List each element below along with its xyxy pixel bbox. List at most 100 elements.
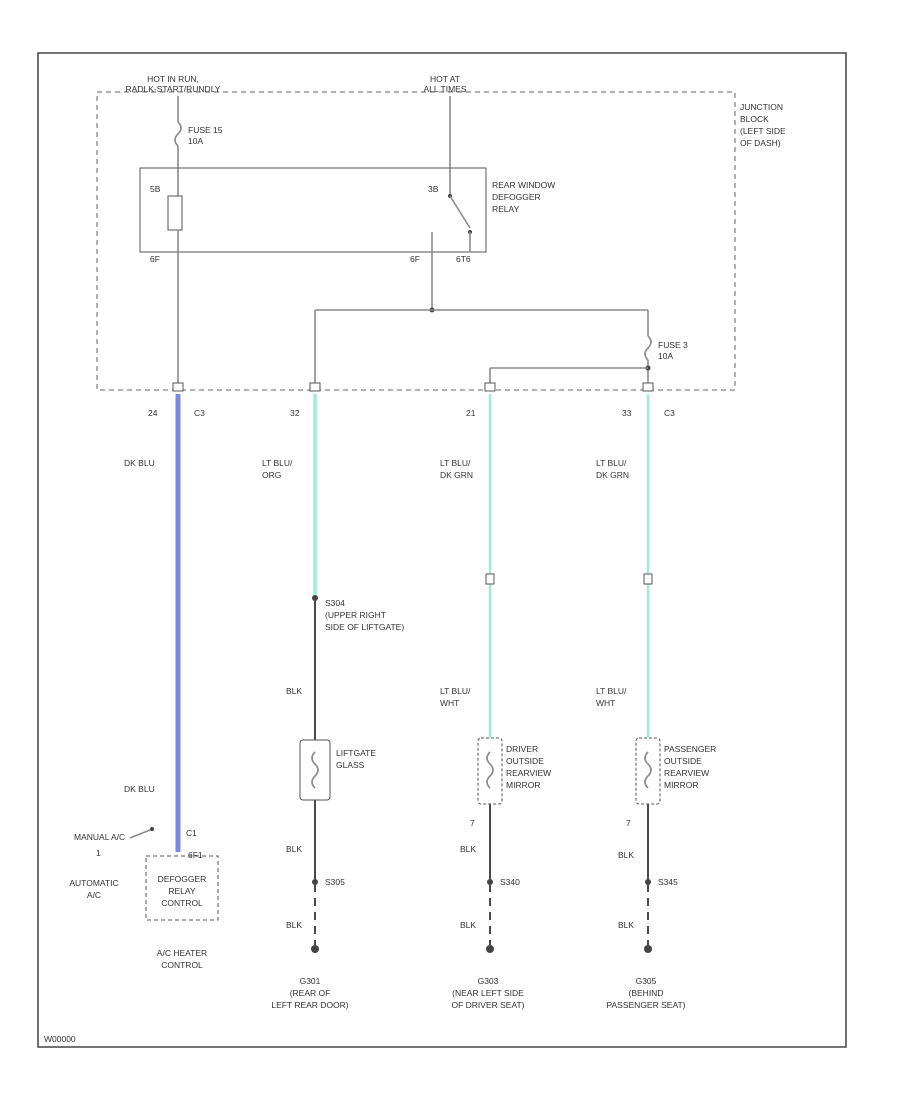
- wire-label-driver-wht-1: LT BLU/: [440, 686, 471, 696]
- liftgate-grid-symbol: [311, 751, 319, 789]
- wire-label-lt-blu-org-2: ORG: [262, 470, 281, 480]
- defogger-relay-box: [139, 167, 487, 253]
- cavity-32: [309, 382, 321, 392]
- hvac-name-label-1: A/C HEATER: [157, 948, 207, 958]
- ground-g301-label-3: LEFT REAR DOOR): [271, 1000, 348, 1010]
- manual-ac-contact: [150, 827, 154, 831]
- wire-label-bla-pass-2: BLK: [618, 920, 634, 930]
- junction-block-label-4: OF DASH): [740, 138, 781, 148]
- hot-run-label-1: HOT IN RUN,: [147, 74, 199, 84]
- ground-g303-label-3: OF DRIVER SEAT): [451, 1000, 524, 1010]
- fuse-3-label-1: FUSE 3: [658, 340, 688, 350]
- manual-ac-switch: [129, 829, 151, 839]
- pin-switch-bottom: 6T6: [456, 254, 471, 264]
- passenger-mirror-heater-symbol: [644, 751, 652, 789]
- ground-g303-label-2: (NEAR LEFT SIDE: [452, 988, 524, 998]
- hvac-control-box: [145, 855, 219, 921]
- wire-label-driver-dkgrn-2: DK GRN: [440, 470, 473, 480]
- hvac-pin-one: 1: [96, 848, 101, 858]
- manual-ac-label: MANUAL A/C: [74, 832, 125, 842]
- automatic-ac-label-1: AUTOMATIC: [69, 878, 118, 888]
- inline-connector-passenger: [643, 573, 653, 585]
- passenger-mirror-box: [635, 737, 661, 805]
- driver-mirror-label-2: OUTSIDE: [506, 756, 544, 766]
- hvac-name-label-2: CONTROL: [161, 960, 203, 970]
- pin-switch-top: 3B: [428, 184, 439, 194]
- driver-mirror-pin: 7: [470, 818, 475, 828]
- driver-mirror-box: [477, 737, 503, 805]
- fuse-15-label-2: 10A: [188, 136, 203, 146]
- fuse-3-label-2: 10A: [658, 351, 673, 361]
- cavity-33: [642, 382, 654, 392]
- splice-s305: [312, 879, 318, 885]
- hvac-module-label-2: RELAY: [168, 886, 196, 896]
- wire-label-dk-blu-bottom: DK BLU: [124, 784, 155, 794]
- splice-liftgate-3: SIDE OF LIFTGATE): [325, 622, 404, 632]
- hot-all-label-1: HOT AT: [430, 74, 460, 84]
- liftgate-label-2: GLASS: [336, 760, 365, 770]
- cavity-21: [484, 382, 496, 392]
- wire-label-pass-dkgrn-2: DK GRN: [596, 470, 629, 480]
- junction-block-label-1: JUNCTION: [740, 102, 783, 112]
- ground-g303-label-1: G303: [478, 976, 499, 986]
- hot-all-label-2: ALL TIMES: [424, 84, 467, 94]
- liftgate-label-1: LIFTGATE: [336, 748, 376, 758]
- pass-mirror-label-1: PASSENGER: [664, 744, 716, 754]
- driver-mirror-label-1: DRIVER: [506, 744, 538, 754]
- splice-s340: [487, 879, 493, 885]
- wire-label-driver-dkgrn-1: LT BLU/: [440, 458, 471, 468]
- splice-s345-label: S345: [658, 877, 678, 887]
- wire-label-bla-driver-2: BLK: [460, 920, 476, 930]
- ground-g305-label-1: G305: [636, 976, 657, 986]
- wire-label-bla-pass: BLK: [618, 850, 634, 860]
- cavity-24: [172, 382, 184, 392]
- wire-label-pass-wht-2: WHT: [596, 698, 615, 708]
- relay-switch-arm: [449, 195, 471, 229]
- diagram-frame: [37, 52, 847, 1048]
- ground-g301-label-1: G301: [300, 976, 321, 986]
- wire-label-bla-liftgate: BLK: [286, 686, 302, 696]
- junction-block-label-2: BLOCK: [740, 114, 769, 124]
- splice-s304: [312, 595, 318, 601]
- pass-mirror-label-4: MIRROR: [664, 780, 698, 790]
- splice-s345: [645, 879, 651, 885]
- ground-g301: [311, 945, 319, 953]
- ground-g305-label-2: (BEHIND: [629, 988, 664, 998]
- connector-c3-left: C3: [194, 408, 205, 418]
- cavity-d-label: 33: [622, 408, 632, 418]
- driver-mirror-label-4: MIRROR: [506, 780, 540, 790]
- wire-label-bla-liftgate-3: BLK: [286, 920, 302, 930]
- fuse-15-symbol: [174, 121, 182, 147]
- pin-common: 6F: [410, 254, 420, 264]
- liftgate-glass-box: [299, 739, 331, 801]
- pass-mirror-label-2: OUTSIDE: [664, 756, 702, 766]
- wire-label-lt-blu-org-1: LT BLU/: [262, 458, 293, 468]
- relay-label-3: RELAY: [492, 204, 520, 214]
- automatic-ac-label-2: A/C: [87, 890, 101, 900]
- driver-mirror-label-3: REARVIEW: [506, 768, 551, 778]
- passenger-mirror-pin: 7: [626, 818, 631, 828]
- inline-connector-driver: [485, 573, 495, 585]
- splice-s340-label: S340: [500, 877, 520, 887]
- relay-label-1: REAR WINDOW: [492, 180, 555, 190]
- wire-label-dk-blu-top: DK BLU: [124, 458, 155, 468]
- fuse-3-symbol: [644, 335, 652, 361]
- splice-s305-label: S305: [325, 877, 345, 887]
- wire-label-pass-wht-1: LT BLU/: [596, 686, 627, 696]
- cavity-c-label: 21: [466, 408, 476, 418]
- footer-code: W00000: [44, 1034, 76, 1044]
- hvac-pin-label: 6F1: [188, 850, 203, 860]
- connector-c3-right: C3: [664, 408, 675, 418]
- wire-label-bla-liftgate-2: BLK: [286, 844, 302, 854]
- connector-c1: C1: [186, 828, 197, 838]
- pin-coil-bottom: 6F: [150, 254, 160, 264]
- fuse-15-label-1: FUSE 15: [188, 125, 223, 135]
- junction-block-label-3: (LEFT SIDE: [740, 126, 786, 136]
- hvac-module-label-1: DEFOGGER: [158, 874, 207, 884]
- ground-g305: [644, 945, 652, 953]
- relay-coil: [167, 195, 183, 231]
- splice-liftgate-1: S304: [325, 598, 345, 608]
- wire-label-driver-wht-2: WHT: [440, 698, 459, 708]
- hot-run-label-2: RADLK-START/RUNDLY: [126, 84, 221, 94]
- ground-g301-label-2: (REAR OF: [290, 988, 331, 998]
